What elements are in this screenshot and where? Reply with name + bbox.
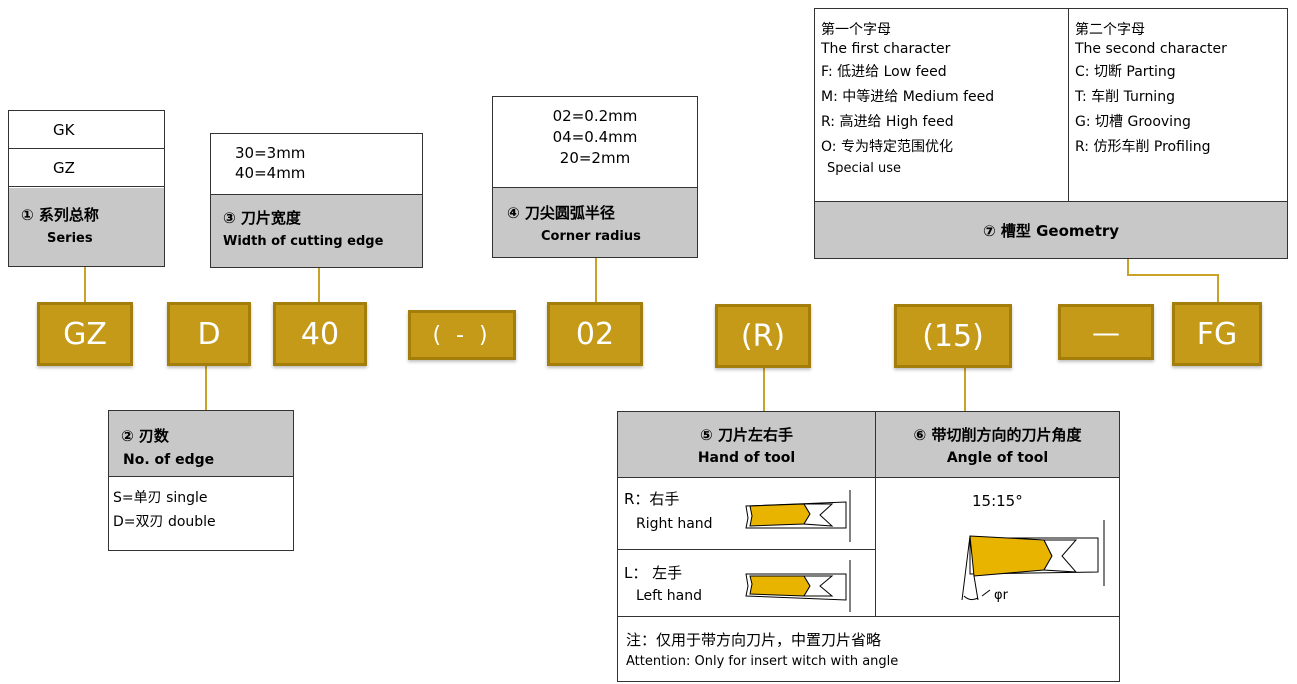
first-char-r: R: 高进给 High feed — [821, 114, 954, 130]
second-char-t: T: 车削 Turning — [1075, 89, 1175, 105]
second-char-title-en: The second character — [1075, 41, 1227, 57]
width-title-cn: ③ 刀片宽度 — [223, 209, 301, 227]
left-hand-en: Left hand — [636, 588, 703, 604]
second-char-title-cn: 第二个字母 — [1075, 22, 1145, 38]
code-dash: — — [1058, 304, 1154, 360]
connector-edge — [205, 366, 207, 410]
width-line-40: 40=4mm — [235, 164, 306, 182]
angle-title-en: Angle of tool — [946, 450, 1049, 466]
left-hand-insert-icon — [745, 560, 851, 612]
first-char-m: M: 中等进给 Medium feed — [821, 89, 995, 105]
left-hand-label: L： 左手 — [624, 564, 683, 582]
radius-line-20: 20=2mm — [559, 149, 631, 167]
note-en: Attention: Only for insert witch with an… — [626, 654, 899, 669]
code-dash-paren: ( - ) — [408, 310, 516, 360]
edge-title-en: No. of edge — [123, 452, 215, 468]
angle-header: ⑥ 带切削方向的刀片角度 Angle of tool — [876, 412, 1119, 478]
code-hand-r: (R) — [715, 304, 811, 368]
second-char-c: C: 切断 Parting — [1075, 64, 1176, 80]
right-hand-en: Right hand — [636, 516, 713, 532]
right-hand-insert-icon — [745, 490, 851, 542]
edge-double: D=双刃 double — [113, 514, 216, 530]
connector-geometry-a — [1127, 258, 1129, 276]
note-cn: 注：仅用于带方向刀片，中置刀片省略 — [626, 631, 882, 649]
geometry-second-char: 第二个字母 The second character C: 切断 Parting… — [1069, 9, 1287, 201]
connector-geometry-c — [1217, 274, 1219, 302]
connector-angle — [964, 368, 966, 412]
hand-note: 注：仅用于带方向刀片，中置刀片省略 Attention: Only for in… — [618, 617, 1119, 681]
series-header: ① 系列总称 Series — [9, 188, 164, 266]
radius-title-en: Corner radius — [541, 229, 641, 244]
code-series-gz: GZ — [37, 302, 133, 366]
edge-box: ② 刃数 No. of edge S=单刃 single D=双刃 double — [108, 410, 294, 551]
radius-header: ④ 刀尖圆弧半径 Corner radius — [493, 187, 697, 257]
width-line-30: 30=3mm — [235, 144, 306, 162]
code-radius-02: 02 — [547, 302, 643, 366]
first-char-o-en: Special use — [827, 161, 901, 176]
radius-title-cn: ④ 刀尖圆弧半径 — [507, 204, 615, 222]
width-title-en: Width of cutting edge — [223, 234, 384, 249]
second-char-g: G: 切槽 Grooving — [1075, 114, 1191, 130]
angle-value: 15:15° — [972, 492, 1023, 510]
hand-angle-table: ⑤ 刀片左右手 Hand of tool ⑥ 带切削方向的刀片角度 Angle … — [617, 411, 1120, 682]
connector-series — [84, 266, 86, 302]
first-char-title-en: The first character — [821, 41, 951, 57]
width-header: ③ 刀片宽度 Width of cutting edge — [211, 194, 422, 267]
left-hand-cell: L： 左手 Left hand — [618, 550, 876, 617]
hand-title-en: Hand of tool — [697, 450, 796, 466]
right-hand-cell: R：右手 Right hand — [618, 478, 876, 550]
right-hand-label: R：右手 — [624, 490, 680, 508]
radius-box: 02=0.2mm 04=0.4mm 20=2mm ④ 刀尖圆弧半径 Corner… — [492, 96, 698, 258]
first-char-f: F: 低进给 Low feed — [821, 64, 947, 80]
hand-header: ⑤ 刀片左右手 Hand of tool — [618, 412, 876, 478]
geometry-title: ⑦ 槽型 Geometry — [982, 221, 1120, 240]
code-geometry-fg: FG — [1172, 302, 1262, 366]
connector-width — [318, 268, 320, 302]
angle-phi-label: φr — [994, 588, 1008, 603]
code-angle-15: (15) — [894, 304, 1012, 368]
edge-header: ② 刃数 No. of edge — [109, 411, 293, 477]
connector-geometry-b — [1127, 274, 1219, 276]
second-char-r: R: 仿形车削 Profiling — [1075, 139, 1211, 155]
connector-hand — [763, 368, 765, 412]
series-box: GK GZ ① 系列总称 Series — [8, 110, 165, 267]
geometry-box: 第一个字母 The first character F: 低进给 Low fee… — [814, 8, 1288, 259]
geometry-first-char: 第一个字母 The first character F: 低进给 Low fee… — [815, 9, 1069, 201]
series-option-gz: GZ — [53, 158, 75, 177]
edge-title-cn: ② 刃数 — [121, 427, 169, 445]
connector-radius — [595, 258, 597, 302]
series-option-gk: GK — [53, 120, 75, 139]
code-width-40: 40 — [273, 302, 367, 366]
width-box: 30=3mm 40=4mm ③ 刀片宽度 Width of cutting ed… — [210, 133, 423, 268]
edge-single: S=单刃 single — [113, 490, 208, 506]
angle-title-cn: ⑥ 带切削方向的刀片角度 — [913, 426, 1082, 444]
geometry-header: ⑦ 槽型 Geometry — [815, 201, 1287, 258]
first-char-o: O: 专为特定范围优化 — [821, 139, 953, 155]
series-title-en: Series — [47, 231, 93, 246]
first-char-title-cn: 第一个字母 — [821, 22, 891, 38]
hand-title-cn: ⑤ 刀片左右手 — [700, 426, 793, 444]
code-edge-d: D — [167, 302, 251, 366]
series-title-cn: ① 系列总称 — [21, 206, 99, 224]
angle-cell: 15:15° φr — [876, 478, 1119, 617]
angle-insert-icon — [961, 520, 1105, 601]
radius-line-02: 02=0.2mm — [552, 107, 638, 125]
radius-line-04: 04=0.4mm — [552, 128, 638, 146]
